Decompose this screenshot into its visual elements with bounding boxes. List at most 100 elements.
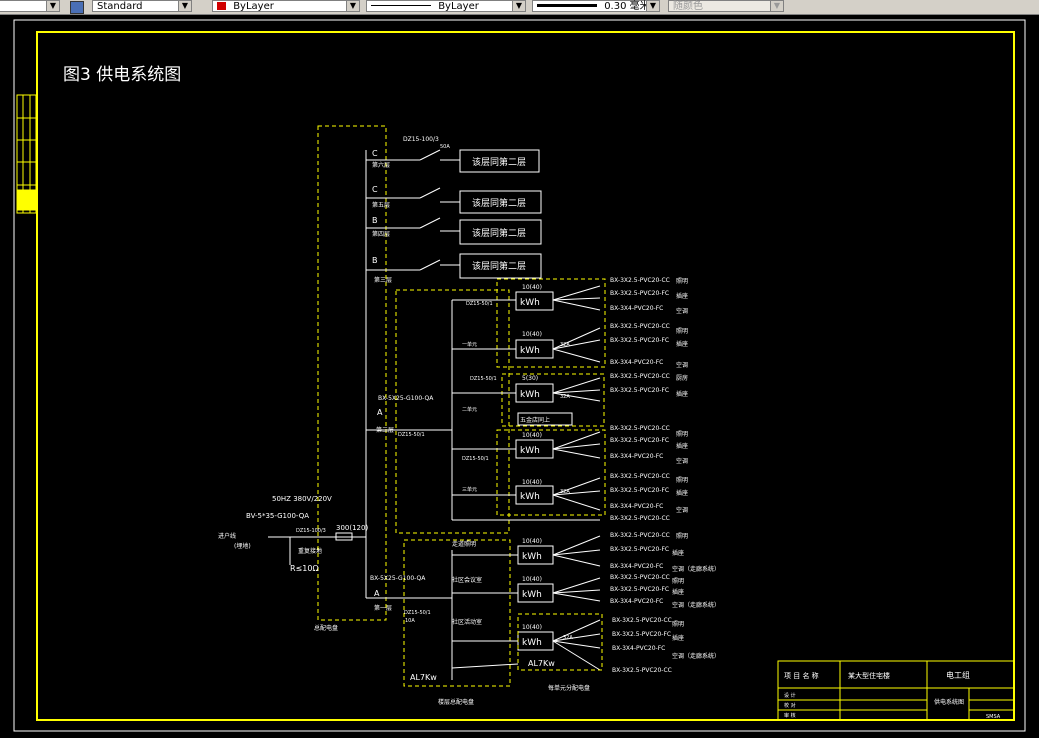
circuit-label: BX-3X2.5-PVC20-CC (612, 667, 672, 674)
circuit-label: BX-3X2.5-PVC20-CC (610, 373, 670, 380)
use-label: 空调（走廊系统） (672, 565, 720, 573)
phase-label-1: C (372, 149, 378, 158)
chevron-down-icon[interactable]: ▼ (512, 1, 525, 11)
tb-scale: SMSA (986, 714, 1001, 720)
phase-label-5: A (377, 408, 383, 417)
floor-label-3: 第四层 (372, 230, 390, 238)
use-label: 插座 (676, 292, 688, 300)
linetype-combo[interactable]: ByLayer ▼ (366, 0, 526, 12)
circuit-label: BX-3X2.5-PVC20-CC (610, 515, 670, 522)
circuit-label: BX-3X4-PVC20-FC (610, 598, 663, 605)
linetype-preview (371, 5, 431, 6)
use-label: 空调 (676, 361, 688, 369)
use-label: 厨房 (676, 374, 688, 382)
chevron-down-icon[interactable]: ▼ (178, 1, 191, 11)
circuit-label: BX-3X4-PVC20-FC (610, 503, 663, 510)
kwh-rating-2: 10(40) (522, 331, 542, 338)
main-rating: 300(120) (336, 524, 368, 532)
color-combo[interactable]: ByLayer ▼ (212, 0, 360, 12)
supply-info: 50HZ 380V/220V (272, 495, 332, 503)
riser-cable-label: BX-5X25-G100-QA (378, 395, 434, 402)
kwh-rating-5: 10(40) (522, 479, 542, 486)
load-bl-label: AL7Kw (528, 659, 555, 668)
lineweight-value: 0.30 毫米 (604, 1, 650, 12)
same-as-label-4: 该层同第二层 (472, 260, 526, 272)
kwh-rating-4: 10(40) (522, 432, 542, 439)
kwh-rating-7: 10(40) (522, 576, 542, 583)
floor-label-4: 第三层 (374, 276, 392, 284)
same-as-label-2: 该层同第二层 (472, 197, 526, 209)
branch-breaker: DZ15-50/1 (462, 456, 489, 462)
use-label: 插座 (676, 442, 688, 450)
tb-design-unit: 电工组 (946, 670, 970, 680)
textstyle-combo[interactable]: Standard ▼ (92, 0, 192, 12)
properties-toolbar: ▼ Standard ▼ ByLayer ▼ ByLayer ▼ 0.30 毫米… (0, 0, 1039, 15)
circuit-label: BX-3X2.5-PVC20-CC (610, 425, 670, 432)
use-label: 插座 (676, 340, 688, 348)
incoming-line (268, 532, 366, 565)
linetype-value: ByLayer (438, 1, 479, 12)
chevron-down-icon[interactable]: ▼ (346, 1, 359, 11)
circuit-label: BX-3X2.5-PVC20-CC (610, 277, 670, 284)
unit-panel-box (517, 613, 603, 671)
misc-label: 社区活动室 (452, 618, 482, 626)
color-swatch (217, 2, 226, 10)
tb-row: 设 计 (784, 692, 796, 699)
circuit-label: BX-3X2.5-PVC20-FC (610, 487, 669, 494)
chevron-down-icon[interactable]: ▼ (46, 1, 59, 11)
box-caption: 总配电盘 (314, 624, 338, 632)
branch-breaker: DZ15-50/1 (470, 376, 497, 382)
branch-breaker: DZ15-50/1 (398, 432, 425, 438)
use-label: 插座 (672, 549, 684, 557)
chevron-down-icon: ▼ (770, 1, 783, 11)
kwh-rating-6: 10(40) (522, 538, 542, 545)
toolbar-left-combo[interactable]: ▼ (0, 0, 60, 12)
circuit-label: BX-3X4-PVC20-FC (610, 305, 663, 312)
use-label: 插座 (676, 390, 688, 398)
circuit-label: BX-3X4-PVC20-FC (610, 359, 663, 366)
sheet-border (13, 19, 1026, 732)
circuit-label: BX-3X2.5-PVC20-FC (610, 387, 669, 394)
same-as-label-3: 该层同第二层 (472, 227, 526, 239)
lineweight-preview (537, 4, 597, 7)
use-label: 照明 (676, 477, 688, 484)
circuit-label: BX-3X2.5-PVC20-CC (612, 617, 672, 624)
use-label: 空调（走廊系统） (672, 601, 720, 609)
plotstyle-combo: 随颜色 ▼ (668, 0, 784, 12)
circuit-label: BX-3X2.5-PVC20-FC (610, 290, 669, 297)
use-label: 空调（走廊系统） (672, 652, 720, 660)
circuit-label: BX-3X4-PVC20-FC (610, 563, 663, 570)
use-label: 照明 (676, 431, 688, 438)
chevron-down-icon[interactable]: ▼ (646, 1, 659, 11)
kwh-6: kWh (522, 552, 542, 562)
use-label: 照明 (676, 533, 688, 540)
meter-rating: 32A (560, 342, 570, 348)
phase-label-6: A (374, 589, 380, 598)
main-panel-box (317, 125, 387, 621)
top-breaker-label: DZ15-100/3 (403, 136, 439, 143)
drawing-title: 图3 供电系统图 (63, 65, 181, 85)
floor-feeders (366, 149, 542, 279)
floor-label-1: 第六层 (372, 161, 390, 169)
use-label: 空调 (676, 307, 688, 315)
use-label: 照明 (676, 278, 688, 285)
tb-sheet-title: 供电系统图 (934, 698, 964, 706)
incoming-sub: (埋地) (234, 542, 251, 550)
circuit-label: BX-3X2.5-PVC20-FC (610, 546, 669, 553)
drawing-canvas[interactable]: 图3 供电系统图 该层同第二层 该层同第二层 该层同第二层 该层同第二层 C C… (0, 14, 1039, 738)
use-label: 照明 (672, 578, 684, 585)
use-label: 空调 (676, 506, 688, 514)
plotstyle-value: 随颜色 (673, 1, 703, 12)
phase-label-3: B (372, 216, 378, 225)
lineweight-combo[interactable]: 0.30 毫米 ▼ (532, 0, 660, 12)
box-caption: 楼层总配电盘 (438, 698, 474, 706)
tb-project-value: 某大型住宅楼 (848, 671, 890, 680)
use-label: 插座 (672, 634, 684, 642)
incoming-label: 进户线 (218, 532, 236, 540)
unit-label: 一单元 (462, 341, 477, 348)
kwh-4: kWh (520, 446, 540, 456)
tb-row: 审 核 (784, 712, 796, 719)
meter-rating: 32A (560, 489, 570, 495)
text-style-icon[interactable] (70, 1, 84, 14)
riser-cable-label-2: BX-5X25-G100-QA (370, 575, 426, 582)
